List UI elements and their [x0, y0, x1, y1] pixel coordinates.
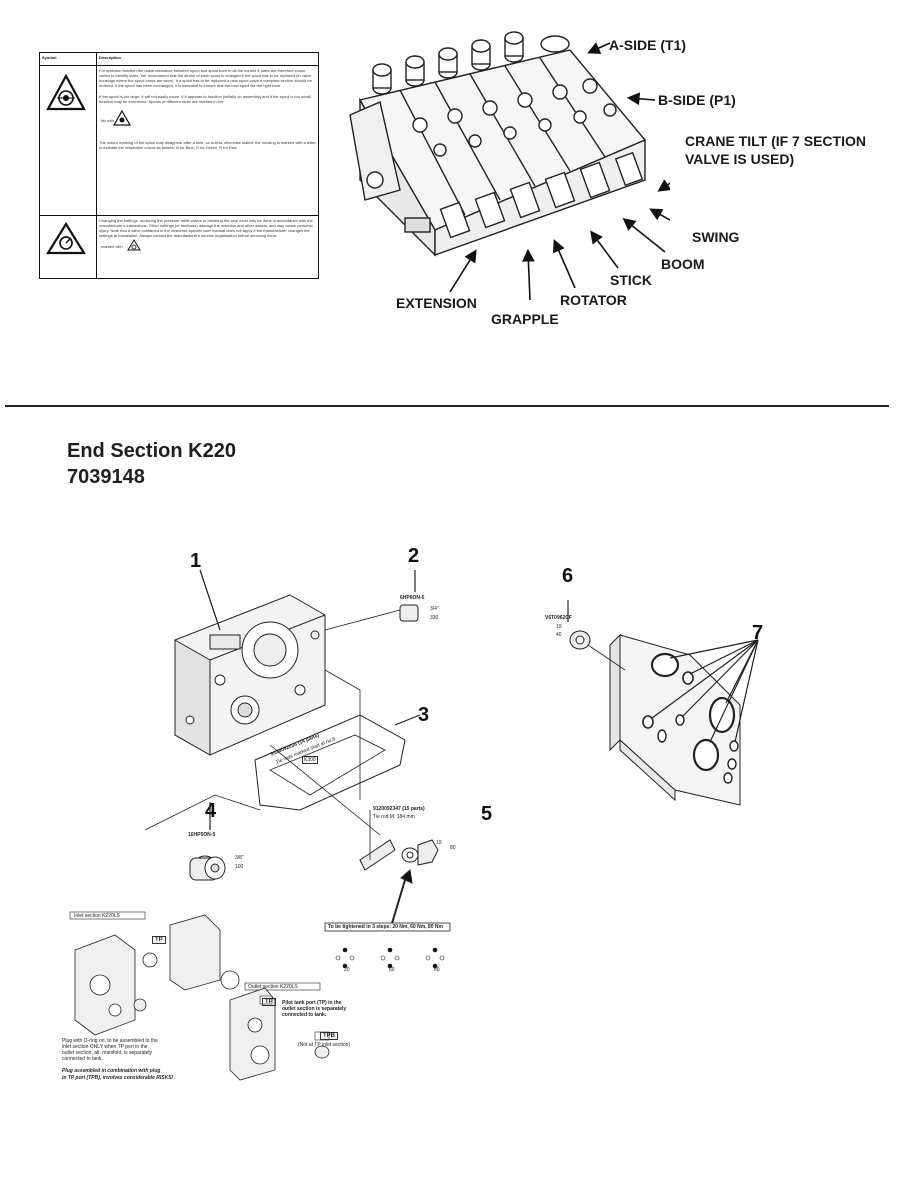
part6-code: V6T0962CF [545, 615, 572, 621]
tighten-title: To be tightened in 3 steps: 20 Nm, 60 Nm… [328, 924, 443, 930]
stick-label: STICK [610, 272, 652, 288]
part4-torque-b: 100 [235, 864, 244, 870]
callout-3: 3 [418, 704, 430, 726]
callout-2: 2 [408, 545, 420, 567]
callout-7: 7 [752, 622, 764, 644]
rotator-label: ROTATOR [560, 292, 627, 308]
pressure-warning-icon [46, 221, 86, 255]
b-side-label: B-SIDE (P1) [658, 92, 736, 108]
outlet-section-label: Outlet section K220LS [248, 984, 298, 990]
tp-tag-outlet: TP [262, 998, 276, 1006]
tp-text-1: Pilot tank port (TP) in the [282, 1000, 342, 1006]
part5-code: 9120092347 (15 parts) [373, 806, 425, 812]
plug-text-2: inlet section ONLY when TP port in the [62, 1044, 148, 1050]
spool-warning-icon [46, 73, 86, 111]
exploded-view-drawing [69, 569, 451, 1081]
part4-torque-a: 3/8" [235, 855, 244, 861]
crane-tilt-label-2: VALVE IS USED) [685, 151, 795, 167]
extension-label: EXTENSION [396, 295, 477, 311]
valve-bank-illustration [349, 31, 647, 257]
callout-4: 4 [205, 800, 217, 822]
section-title: End Section K220 [67, 440, 236, 462]
swing-label: SWING [692, 229, 740, 245]
part5-torque-b: 80 [450, 845, 456, 851]
diag-box: K300 [302, 756, 318, 764]
tp-text-2: outlet section is separately [282, 1006, 347, 1012]
part2-torque-b: 330 [430, 615, 439, 621]
small-spool-icon [113, 110, 131, 126]
tpb-tag: TPB [320, 1032, 338, 1040]
col-symbol: Symbol [39, 52, 97, 66]
grapple-label: GRAPPLE [491, 311, 559, 327]
part6-torque-b: 40 [556, 632, 562, 638]
a-side-label: A-SIDE (T1) [609, 37, 686, 53]
callout-6: 6 [562, 565, 574, 587]
part5-torque-a: 19 [436, 840, 442, 846]
symbol-pressure-icon-cell [39, 215, 97, 279]
part2-code: 6HP6ON-5 [400, 595, 425, 601]
callout-5: 5 [481, 803, 493, 825]
pressure-description-cell: Changing the settings, replacing the pre… [96, 215, 319, 279]
tp-tag-inlet: TP [152, 936, 166, 944]
callout-1: 1 [190, 550, 202, 572]
crane-tilt-label-1: CRANE TILT (IF 7 SECTION [685, 133, 866, 149]
spool-description-text: For optimum function the radial clearanc… [99, 68, 312, 88]
part5-note: Tie rod M, 184 mm [373, 814, 415, 820]
pressure-description-text: Changing the settings, replacing the pre… [99, 218, 313, 238]
valve-leader-arrows [449, 42, 670, 301]
section-divider [5, 405, 889, 407]
plug-text-1: Plug with O-ring on, to be assembled to … [62, 1038, 158, 1044]
inlet-section-label: Inlet section K220LS [74, 913, 120, 919]
tpb-text: (Not at TP inlet section) [298, 1042, 351, 1048]
tighten-step-2: 60 [389, 967, 395, 973]
spool-description-text-3: The colour marking of the spool may disa… [99, 140, 316, 150]
tighten-step-1: 20 [344, 967, 350, 973]
part6-torque-a: 19 [556, 624, 562, 630]
plug-text-4: connected to tank. [62, 1056, 103, 1062]
section-part-number: 7039148 [67, 466, 145, 488]
warn-text-2: in TP port (TPB), involves considerable … [62, 1075, 174, 1081]
small-pressure-icon [127, 239, 141, 251]
spool-marked-text: list with [101, 118, 115, 123]
symbol-table: Symbol Description For optimum function … [39, 52, 319, 279]
part2-torque-a: 3/4" [430, 606, 439, 612]
spool-description-text-2: If the spool is too large, it will not e… [99, 94, 312, 104]
pressure-marked-text: marked with [101, 244, 123, 249]
symbol-spool-icon-cell [39, 65, 97, 216]
manifold-oring-drawing [567, 600, 759, 806]
col-description: Description [96, 52, 319, 66]
spool-description-cell: For optimum function the radial clearanc… [96, 65, 319, 216]
tp-text-3: connected to tank. [282, 1012, 327, 1018]
part4-code: 16HP5ON-5 [188, 832, 216, 838]
boom-label: BOOM [661, 256, 705, 272]
warn-text-1: Plug assembled in combination with plug [62, 1068, 161, 1074]
plug-text-3: outlet section, alt. manifold, is separa… [62, 1050, 153, 1056]
tighten-step-3: 80 [434, 967, 440, 973]
